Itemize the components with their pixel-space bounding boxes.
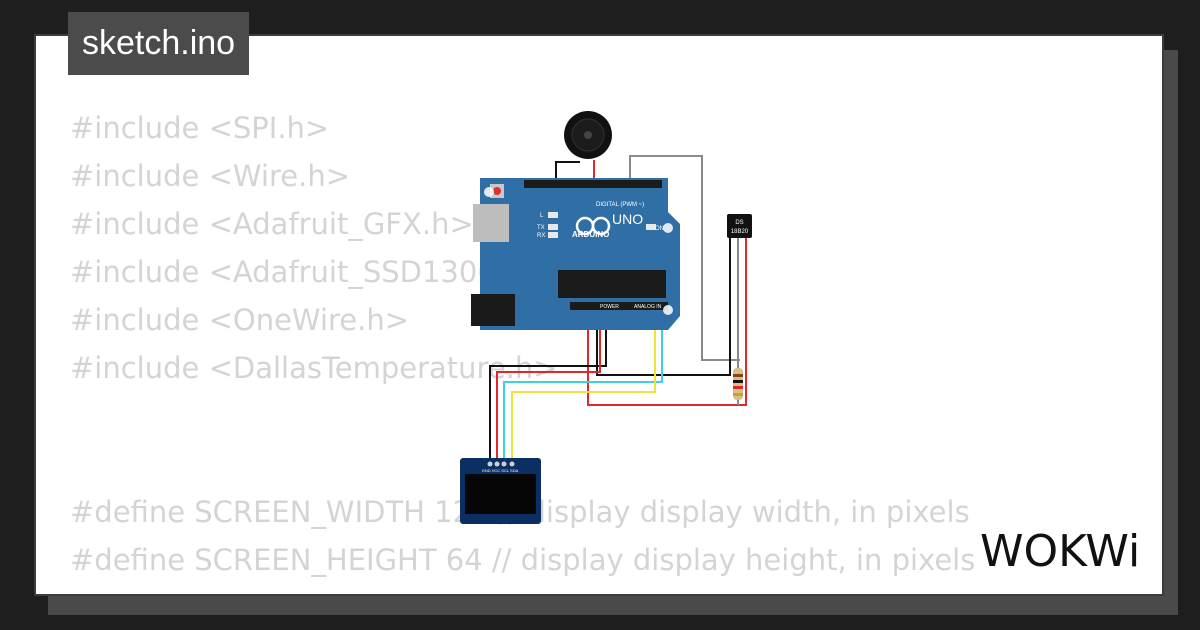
led-tx <box>548 224 558 230</box>
code-line: #include <SPI.h> <box>70 111 330 145</box>
power-label: POWER <box>600 304 619 310</box>
code-line: #define SCREEN_HEIGHT 64 // display disp… <box>70 543 976 577</box>
mount-hole <box>663 305 673 315</box>
digital-label: DIGITAL (PWM ~) <box>596 202 644 208</box>
rx-label: RX <box>537 233 545 239</box>
on-label: ON <box>655 226 664 232</box>
l-label: L <box>540 213 544 219</box>
tx-label: TX <box>537 225 545 231</box>
code-line: #include <Adafruit_GFX.h> <box>70 207 474 241</box>
wire-buzzer-gnd <box>555 161 580 185</box>
code-preview: #include <SPI.h> #include <Wire.h> #incl… <box>70 104 975 584</box>
led-on <box>646 224 656 230</box>
oled-pin <box>509 461 515 467</box>
code-line: #include <DallasTemperature.h> <box>70 351 558 385</box>
wire-oled-gnd <box>489 325 607 463</box>
wokwi-logo[interactable]: WOKWi <box>978 526 1150 580</box>
power-jack <box>471 294 515 326</box>
digital-header <box>524 180 662 188</box>
arduino-brand: ARDUINO <box>572 230 609 239</box>
wire-oled-scl <box>503 325 663 463</box>
code-line: #include <OneWire.h> <box>70 303 410 337</box>
usb-port <box>473 204 509 242</box>
oled-pin <box>501 461 507 467</box>
wire-oled-vcc <box>496 325 601 463</box>
sensor-label-line1: DS <box>735 220 743 226</box>
oled-display[interactable]: GND VCC SCL SDA <box>460 458 541 524</box>
sensor-label-line2: 18B20 <box>731 229 749 235</box>
wire-sensor-data <box>629 155 740 361</box>
ds18b20-sensor[interactable]: DS 18B20 <box>727 214 752 238</box>
file-title: sketch.ino <box>68 12 250 75</box>
reset-button-cap <box>493 187 501 195</box>
pullup-resistor[interactable] <box>733 368 743 400</box>
led-rx <box>548 232 558 238</box>
atmega-chip <box>558 270 666 298</box>
analog-label: ANALOG IN <box>634 304 662 310</box>
wire-sensor-gnd <box>596 238 731 376</box>
arduino-logo-icon <box>591 216 611 236</box>
wire-oled-sda <box>511 325 656 463</box>
arduino-uno-board[interactable]: ARDUINO UNO DIGITAL (PWM ~) POWER ANALOG… <box>471 178 680 330</box>
oled-pin <box>487 461 493 467</box>
wokwi-logo-icon: WOKWi <box>980 526 1140 577</box>
brand-text: WOKWi <box>980 528 1140 576</box>
buzzer[interactable] <box>564 111 612 159</box>
oled-pin-labels: GND VCC SCL SDA <box>482 468 519 473</box>
arduino-model: UNO <box>612 211 643 227</box>
power-analog-header <box>570 302 668 310</box>
mount-hole <box>484 187 494 197</box>
oled-pin <box>494 461 500 467</box>
mount-hole <box>663 223 673 233</box>
led-l <box>548 212 558 218</box>
code-line: #include <Wire.h> <box>70 159 351 193</box>
